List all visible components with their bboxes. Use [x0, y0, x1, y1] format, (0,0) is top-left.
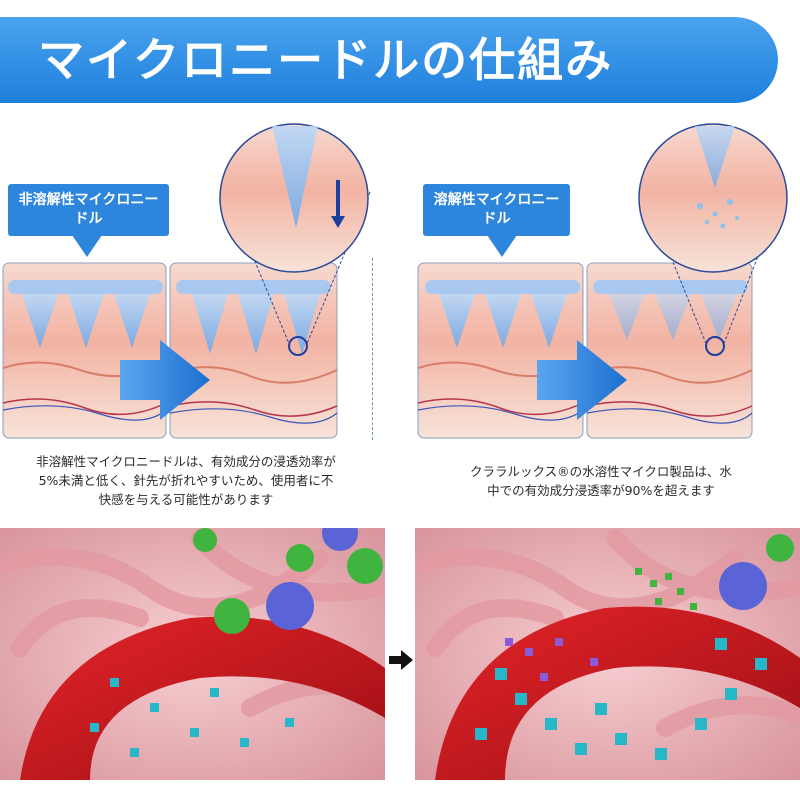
skin-panel-after	[169, 262, 338, 439]
non-dissolving-callout: 非溶解性マイクロニードル	[8, 184, 169, 236]
dissolving-caption: クララルックス®の水溶性マイクロ製品は、水 中での有効成分浸透率が90%を超えま…	[415, 462, 787, 500]
zoom-magnifier-dissolving	[638, 123, 788, 347]
title-banner: マイクロニードルの仕組み	[0, 17, 778, 103]
process-arrow-icon	[120, 340, 210, 420]
non-dissolving-diagram	[2, 123, 371, 439]
callout-tail-icon	[72, 235, 102, 257]
zoom-magnifier	[219, 123, 371, 347]
callout-tail-dissolving-icon	[487, 235, 517, 257]
skin-panel-after-dissolving	[586, 262, 753, 439]
caption-line: 5%未満と低く、針先が折れやすいため、使用者に不	[38, 473, 334, 488]
non-dissolving-caption: 非溶解性マイクロニードルは、有効成分の浸透効率が 5%未満と低く、針先が折れやす…	[2, 452, 370, 509]
caption-line: 快感を与える可能性があります	[98, 492, 274, 507]
tissue-illustration-before	[0, 528, 385, 780]
tissue-illustration-after	[415, 528, 800, 780]
dissolving-diagram	[417, 123, 788, 439]
dissolving-callout: 溶解性マイクロニードル	[423, 184, 570, 236]
arrow-right-icon	[389, 650, 413, 670]
caption-line: クララルックス®の水溶性マイクロ製品は、水	[470, 464, 732, 479]
diagram-separator	[372, 258, 373, 440]
caption-line: 中での有効成分浸透率が90%を超えます	[487, 483, 715, 498]
process-arrow-dissolving-icon	[537, 340, 627, 420]
skin-panel-before-dissolving	[417, 262, 584, 439]
caption-line: 非溶解性マイクロニードルは、有効成分の浸透効率が	[36, 454, 336, 469]
page-title: マイクロニードルの仕組み	[38, 33, 614, 87]
skin-panel-before	[2, 262, 167, 439]
